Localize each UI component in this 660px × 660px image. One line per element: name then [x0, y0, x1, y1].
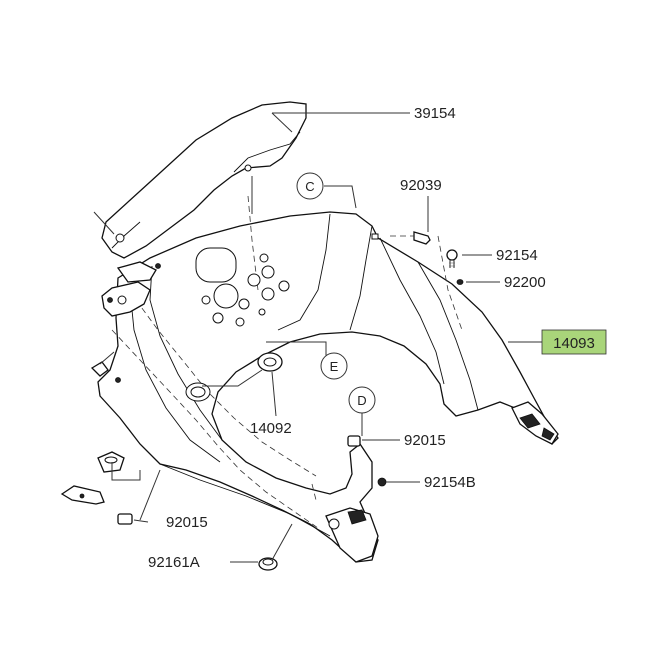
- label-92200: 92200: [504, 274, 546, 291]
- label-92154b: 92154B: [424, 474, 476, 491]
- label-14093: 14093: [553, 335, 595, 352]
- label-92161a: 92161A: [148, 554, 200, 571]
- upper-cover-part: [93, 101, 307, 259]
- label-92154: 92154: [496, 247, 538, 264]
- grommet-14092: [257, 352, 283, 372]
- hardware: [60, 231, 464, 571]
- callout-c: C: [296, 172, 324, 200]
- leader-lines: [99, 112, 542, 563]
- label-39154: 39154: [414, 105, 456, 122]
- label-92015-lower: 92015: [166, 514, 208, 531]
- callout-d: D: [348, 386, 376, 414]
- callout-c-letter: C: [305, 179, 314, 194]
- highlighted-part-14093: 14093: [541, 329, 607, 355]
- highlight-box: [541, 329, 607, 355]
- callout-e: E: [320, 352, 348, 380]
- callout-e-letter: E: [330, 359, 339, 374]
- main-cowl-part: [97, 195, 559, 563]
- label-92039: 92039: [400, 177, 442, 194]
- label-14092: 14092: [250, 420, 292, 437]
- callout-d-letter: D: [357, 393, 366, 408]
- label-92015-upper: 92015: [404, 432, 446, 449]
